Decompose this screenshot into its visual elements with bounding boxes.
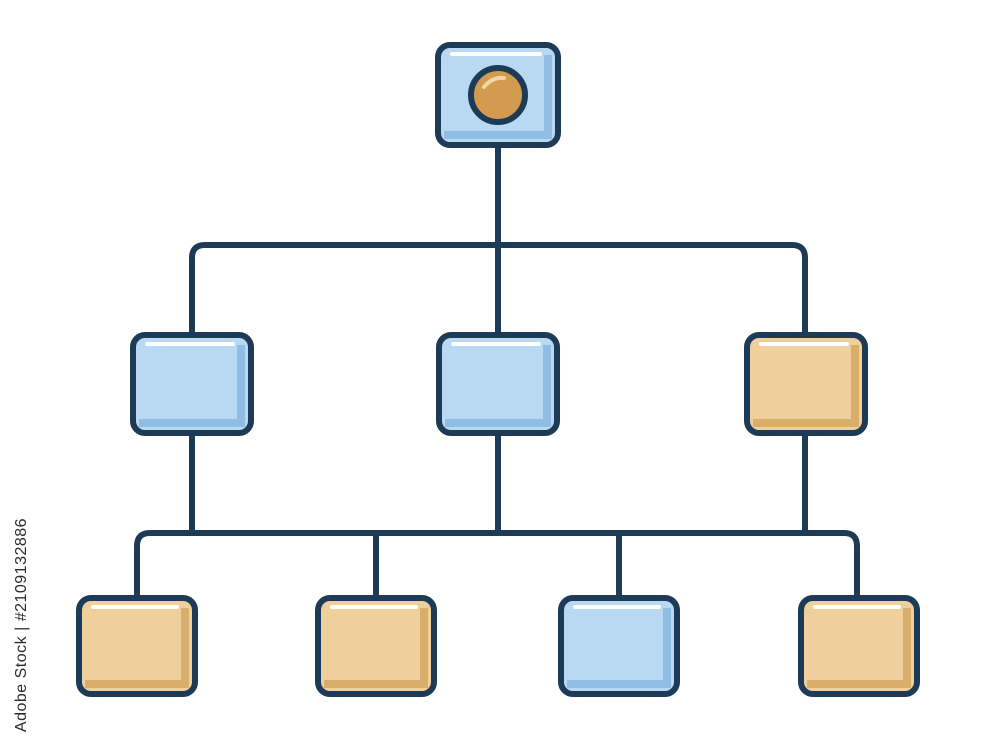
node-outline <box>436 332 560 436</box>
node-box <box>747 335 865 433</box>
connector-bottom-bus <box>134 530 860 601</box>
connector-lines <box>134 142 860 601</box>
circle-icon <box>468 65 528 125</box>
node-shade <box>807 608 911 688</box>
node-box <box>439 335 557 433</box>
node-mid-left <box>130 332 254 436</box>
node-shade <box>85 608 189 688</box>
node-outline <box>76 595 198 697</box>
node-outline <box>558 595 680 697</box>
node-bottom-1 <box>76 595 198 697</box>
node-box <box>318 598 434 694</box>
node-box <box>801 598 917 694</box>
node-shade <box>567 608 671 688</box>
node-mid-center <box>436 332 560 436</box>
node-outline <box>130 332 254 436</box>
node-outline <box>744 332 868 436</box>
node-box <box>79 598 195 694</box>
node-outline <box>315 595 437 697</box>
node-root <box>435 42 561 148</box>
node-box <box>561 598 677 694</box>
node-shade <box>324 608 428 688</box>
node-outline <box>435 42 561 148</box>
node-bottom-2 <box>315 595 437 697</box>
node-box <box>133 335 251 433</box>
node-outline <box>798 595 920 697</box>
node-mid-right <box>744 332 868 436</box>
circle-icon-highlight <box>482 75 506 89</box>
diagram-nodes <box>76 42 920 697</box>
node-bottom-4 <box>798 595 920 697</box>
node-bottom-3 <box>558 595 680 697</box>
